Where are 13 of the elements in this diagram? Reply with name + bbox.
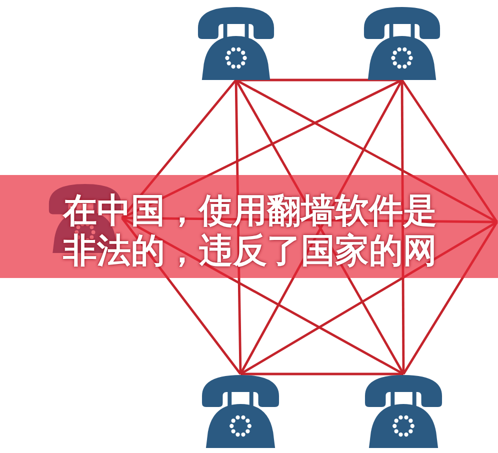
telephone-icon <box>364 374 443 448</box>
connector-line <box>121 217 242 375</box>
headline: 在中国，使用翻墙软件是非法的，违反了国家的网 <box>63 191 438 271</box>
connector-line <box>400 80 405 374</box>
telephone-icon <box>363 6 441 80</box>
connector-line <box>240 220 498 376</box>
connector-line <box>234 80 242 374</box>
connector-line <box>121 216 404 376</box>
connector-line <box>402 221 498 375</box>
telephone-icon <box>201 374 280 448</box>
telephone-icon <box>197 6 275 80</box>
connector-line <box>240 372 404 376</box>
connector-line <box>401 79 498 223</box>
